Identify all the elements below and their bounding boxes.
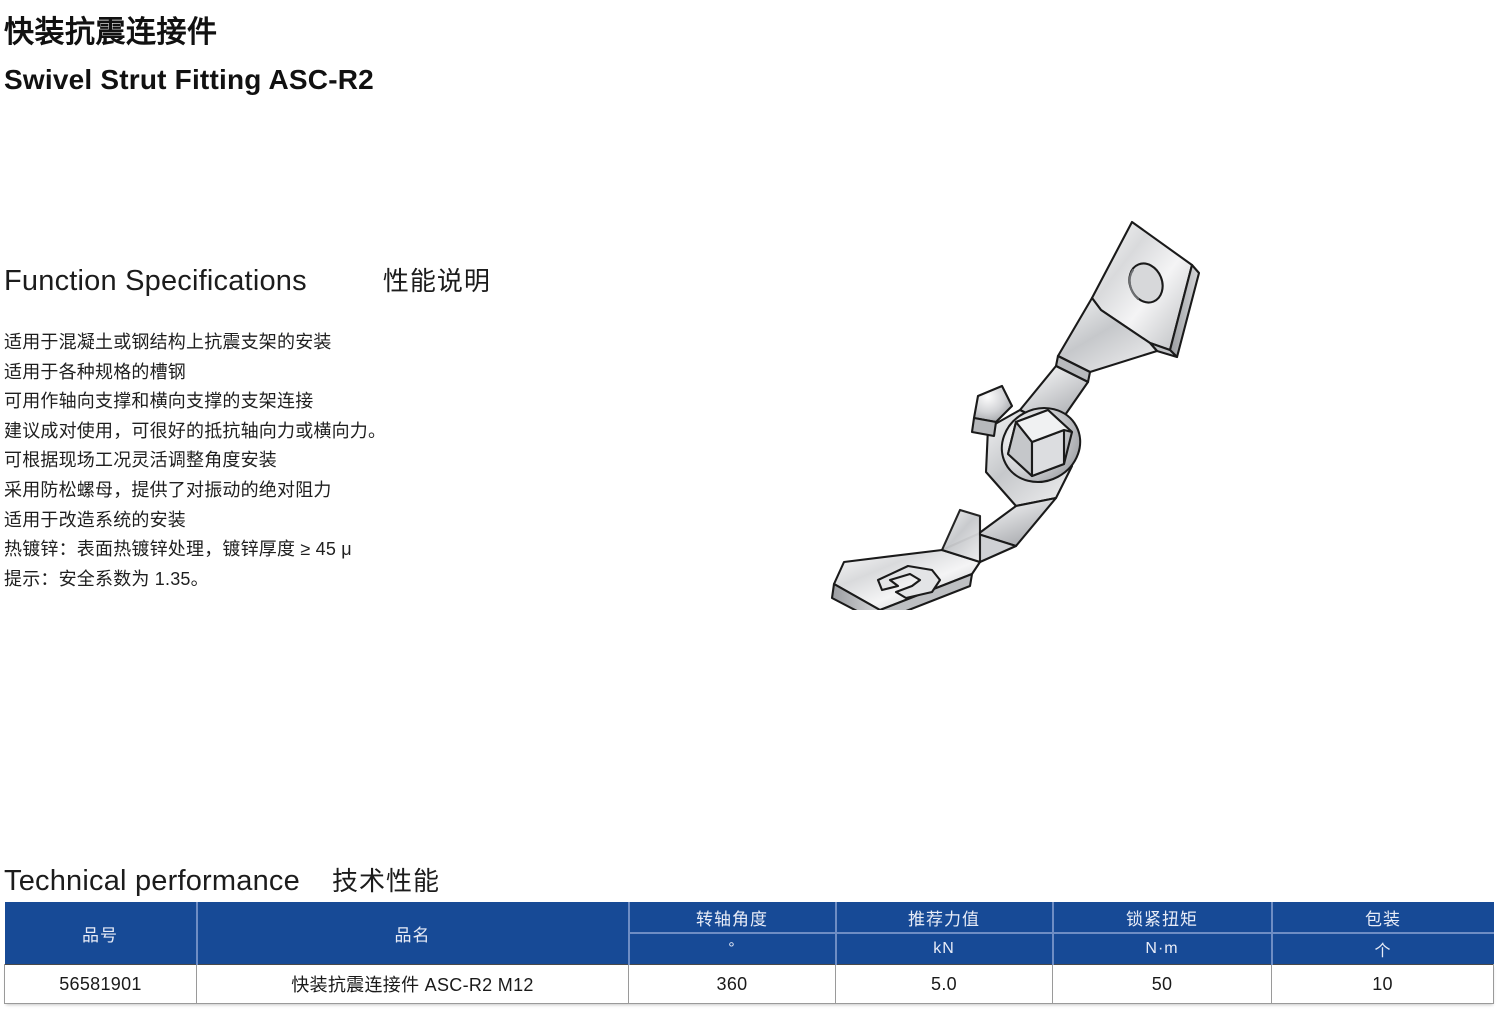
page-title-block: 快装抗震连接件 Swivel Strut Fitting ASC-R2: [4, 14, 374, 97]
column-unit-angle: °: [628, 932, 837, 965]
gusset-web: [940, 508, 982, 564]
table-header-row-label: 品号 品名 转轴角度 推荐力值 锁紧扭矩 包装: [4, 902, 1494, 965]
cell-angle: 360: [628, 964, 836, 1004]
column-header-name: 品名: [196, 902, 630, 965]
technical-performance-heading: Technical performance 技术性能: [4, 861, 440, 898]
column-unit-torque: N·m: [1052, 932, 1273, 965]
keyhole-slot: [876, 564, 942, 600]
spec-item: 采用防松螺母，提供了对振动的绝对阻力: [4, 479, 332, 500]
function-spec-heading-en: Function Specifications: [4, 265, 307, 297]
spec-item: 热镀锌：表面热镀锌处理，镀锌厚度 ≥ 45 μ: [4, 539, 352, 560]
spec-item: 提示：安全系数为 1.35。: [4, 568, 209, 589]
spec-item: 建议成对使用，可很好的抵抗轴向力或横向力。: [4, 420, 387, 441]
cell-pack: 10: [1271, 964, 1494, 1004]
technical-performance-table: 品号 品名 转轴角度 推荐力值 锁紧扭矩 包装 ° kN N·m 个 56581…: [4, 902, 1494, 1004]
spec-item: 适用于混凝土或钢结构上抗震支架的安装: [4, 332, 332, 352]
hex-nut-face-top: [1014, 408, 1074, 444]
column-header-angle: 转轴角度: [628, 902, 837, 933]
product-illustration: [820, 210, 1220, 624]
technical-heading-cn: 技术性能: [331, 866, 440, 896]
table-body: 56581901 快装抗震连接件 ASC-R2 M12 360 5.0 50 1…: [4, 964, 1494, 1004]
function-specifications-heading: Function Specifications 性能说明: [4, 261, 491, 298]
column-header-code: 品号: [4, 902, 198, 965]
column-header-force: 推荐力值: [835, 902, 1054, 933]
upper-plate-hole-shadow: [1128, 269, 1139, 300]
page-title-english: Swivel Strut Fitting ASC-R2: [4, 63, 374, 95]
stub-bolt-head: [972, 384, 1014, 424]
spec-item: 适用于改造系统的安装: [4, 509, 186, 530]
swivel-strut-fitting-icon: [830, 220, 1201, 624]
function-spec-heading-cn: 性能说明: [382, 266, 491, 296]
cell-force: 5.0: [835, 964, 1053, 1004]
stub-bolt-shank: [970, 416, 998, 438]
column-unit-force: kN: [835, 932, 1054, 965]
cell-name: 快装抗震连接件 ASC-R2 M12: [196, 964, 629, 1004]
table-row: 56581901 快装抗震连接件 ASC-R2 M12 360 5.0 50 1…: [4, 964, 1494, 1004]
function-specifications-list: 适用于混凝土或钢结构上抗震支架的安装 适用于各种规格的槽钢 可用作轴向支撑和横向…: [4, 328, 386, 594]
spec-item: 可根据现场工况灵活调整角度安装: [4, 450, 277, 471]
spec-item: 适用于各种规格的槽钢: [4, 361, 186, 382]
cell-torque: 50: [1052, 964, 1272, 1004]
column-header-torque: 锁紧扭矩: [1052, 902, 1273, 933]
spec-item: 可用作轴向支撑和横向支撑的支架连接: [4, 391, 314, 412]
table-header: 品号 品名 转轴角度 推荐力值 锁紧扭矩 包装 ° kN N·m 个: [4, 902, 1494, 965]
column-unit-pack: 个: [1271, 932, 1494, 965]
column-header-pack: 包装: [1271, 902, 1494, 933]
technical-heading-en: Technical performance: [4, 865, 300, 897]
cell-code: 56581901: [4, 964, 197, 1004]
page-title-chinese: 快装抗震连接件: [4, 16, 218, 49]
table-header-row-unit: ° kN N·m 个: [5, 932, 1494, 965]
